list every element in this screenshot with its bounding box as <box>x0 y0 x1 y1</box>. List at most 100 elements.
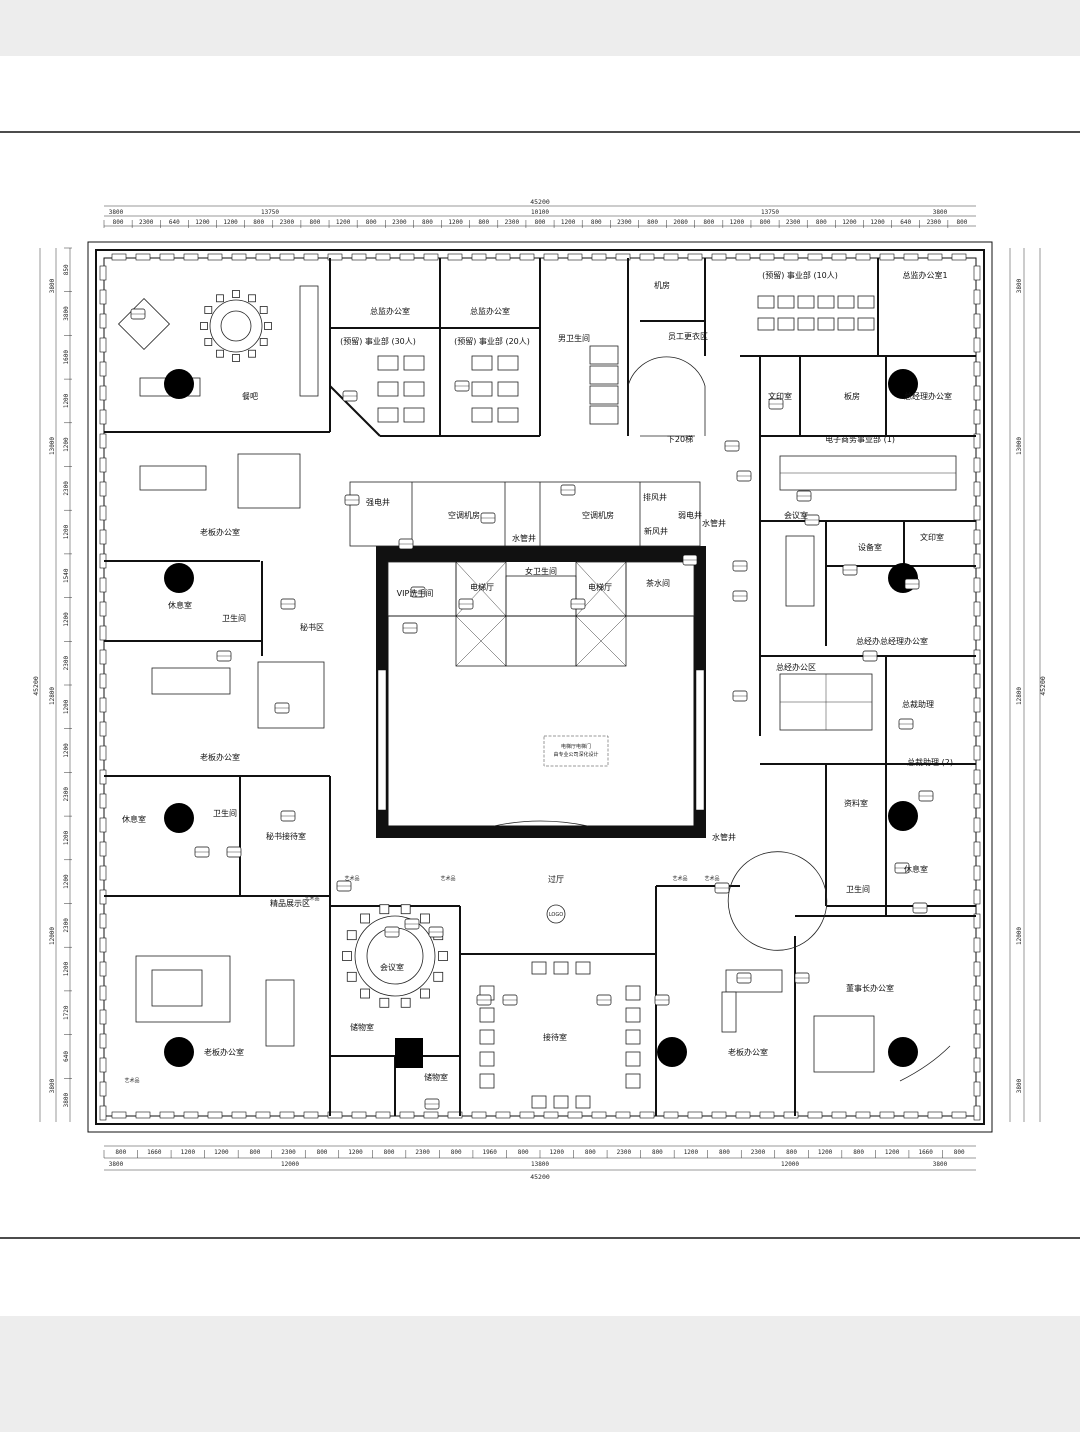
desk-1-1-0 <box>471 381 493 397</box>
dim-top-detail-25: 800 <box>816 219 827 226</box>
door-tag-31 <box>862 650 878 662</box>
label-meeting-room: 会议室 <box>380 962 404 972</box>
label-president-assistant-2: 总裁助理 (2) <box>907 757 953 767</box>
dim-bottom-detail-7: 1200 <box>348 1149 363 1156</box>
door-tag-9 <box>280 810 296 822</box>
chairs-round-2-chair-0 <box>438 951 448 961</box>
desk-1-2-1 <box>497 407 519 423</box>
door-tag-18 <box>736 972 752 984</box>
dim-left-detail-row: 8503800160012001200230012001540120023001… <box>63 247 72 1108</box>
dim-top-detail-3: 1200 <box>195 219 210 226</box>
door-tag-26 <box>768 398 784 410</box>
door-tag-16 <box>596 994 612 1006</box>
label-restaurant: 餐吧 <box>242 392 258 401</box>
desk-top-4 <box>837 295 855 309</box>
label-storage-2: 储物室 <box>424 1072 448 1082</box>
dim-left-4: 12000 <box>49 927 56 945</box>
label-gm-office: 总经理办公室 <box>904 391 952 401</box>
label-boss-office-2: 老板办公室 <box>200 752 240 762</box>
dim-bottom-detail-25: 800 <box>954 1149 965 1156</box>
label-tea-room: 茶水间 <box>646 578 670 588</box>
elevator-note-2: 由专业公司深化设计 <box>553 751 598 758</box>
stall-2 <box>589 385 619 405</box>
interior-walls <box>104 258 976 1116</box>
dim-top-4: 13750 <box>761 209 779 216</box>
dim-top-detail-12: 1200 <box>448 219 463 226</box>
desk-0-2-0 <box>377 407 399 423</box>
dim-bottom-detail-13: 1200 <box>550 1149 565 1156</box>
dim-left-detail-18: 640 <box>63 1051 70 1062</box>
label-gm-area: 总经办公区 <box>776 662 816 672</box>
dim-overall-bottom: 45200 <box>530 1173 550 1181</box>
dim-top-detail-11: 800 <box>422 219 433 226</box>
door-tag-44 <box>410 586 426 598</box>
dim-bottom-detail-18: 800 <box>719 1149 730 1156</box>
label-dept-20: (预留) 事业部 (20人) <box>454 336 530 346</box>
dim-top-detail-0: 800 <box>113 219 124 226</box>
door-tag-23 <box>732 560 748 572</box>
chairs-round-2-chair-2 <box>420 988 430 999</box>
label-secretary-reception: 秘书接待室 <box>266 831 306 841</box>
column-1 <box>164 369 194 399</box>
desk-top-3 <box>817 295 835 309</box>
door-tag-15 <box>502 994 518 1006</box>
label-art-1: 艺术品 <box>124 1077 139 1084</box>
door-tag-13 <box>476 994 492 1006</box>
dim-top-detail-14: 2300 <box>505 219 520 226</box>
dim-left-detail-14: 1200 <box>63 874 70 889</box>
label-water-pipe-2: 水管井 <box>702 518 726 528</box>
chairs-round-1-chair-4 <box>216 349 224 358</box>
dim-left-detail-1: 3800 <box>63 306 70 321</box>
dim-top-detail-4: 1200 <box>223 219 238 226</box>
dim-left-detail-16: 1200 <box>63 961 70 976</box>
dim-left-detail-19: 3800 <box>63 1093 70 1108</box>
dimension-left: 45200 3800 13000 12800 12000 3800 850380… <box>32 247 72 1122</box>
chairs-round-1-chair-5 <box>204 338 213 346</box>
dim-left-2: 13000 <box>49 437 56 455</box>
door-tag-1 <box>342 390 358 402</box>
door-tag-28 <box>804 514 820 526</box>
dim-bottom-detail-21: 1200 <box>818 1149 833 1156</box>
dim-bottom-detail-5: 2300 <box>281 1149 296 1156</box>
dim-right-5: 3800 <box>1016 1078 1023 1093</box>
door-tag-22 <box>732 590 748 602</box>
dim-top-detail-22: 1200 <box>730 219 745 226</box>
dim-top-detail-24: 2300 <box>786 219 801 226</box>
dim-left-3: 12800 <box>49 687 56 705</box>
dim-top-2: 13750 <box>261 209 279 216</box>
door-tag-11 <box>384 926 400 938</box>
door-tag-2 <box>344 494 360 506</box>
dim-bottom-detail-15: 2300 <box>617 1149 632 1156</box>
reception-chair-top-0 <box>531 961 547 975</box>
door-tag-27 <box>724 440 740 452</box>
label-director-office-1: 总监办公室 <box>370 306 410 316</box>
reception-chair-top-2 <box>575 961 591 975</box>
label-equipment: 设备室 <box>858 542 882 552</box>
dim-left-detail-12: 2300 <box>63 787 70 802</box>
label-wc-3: 卫生间 <box>846 884 870 894</box>
chairs-round-2-chair-1 <box>433 971 444 982</box>
desk-bottom-5 <box>857 317 875 331</box>
door-tag-38 <box>682 554 698 566</box>
dim-top-detail-27: 1200 <box>870 219 885 226</box>
desk-top-1 <box>777 295 795 309</box>
column-2 <box>164 563 194 593</box>
door-tag-6 <box>274 702 290 714</box>
dim-left-detail-17: 1720 <box>63 1005 70 1020</box>
dim-top-detail-1: 2300 <box>139 219 154 226</box>
dim-overall-top: 45200 <box>530 198 550 206</box>
dim-top-detail-5: 800 <box>253 219 264 226</box>
column-3 <box>164 803 194 833</box>
label-rest-room-2: 休息室 <box>122 814 146 824</box>
dim-top-detail-10: 2300 <box>392 219 407 226</box>
dim-bottom-detail-4: 800 <box>250 1149 261 1156</box>
label-art-4: 艺术品 <box>672 875 687 882</box>
central-core: 电梯厅电梯门 由专业公司深化设计 <box>376 546 706 838</box>
chairs-round-2-chair-4 <box>379 997 390 1008</box>
dim-overall-right: 45200 <box>1039 676 1047 696</box>
dim-left-detail-4: 1200 <box>63 437 70 452</box>
label-rest-room-3: 休息室 <box>904 864 928 874</box>
label-weak-current: 弱电井 <box>678 510 702 520</box>
desk-0-0-0 <box>377 355 399 371</box>
